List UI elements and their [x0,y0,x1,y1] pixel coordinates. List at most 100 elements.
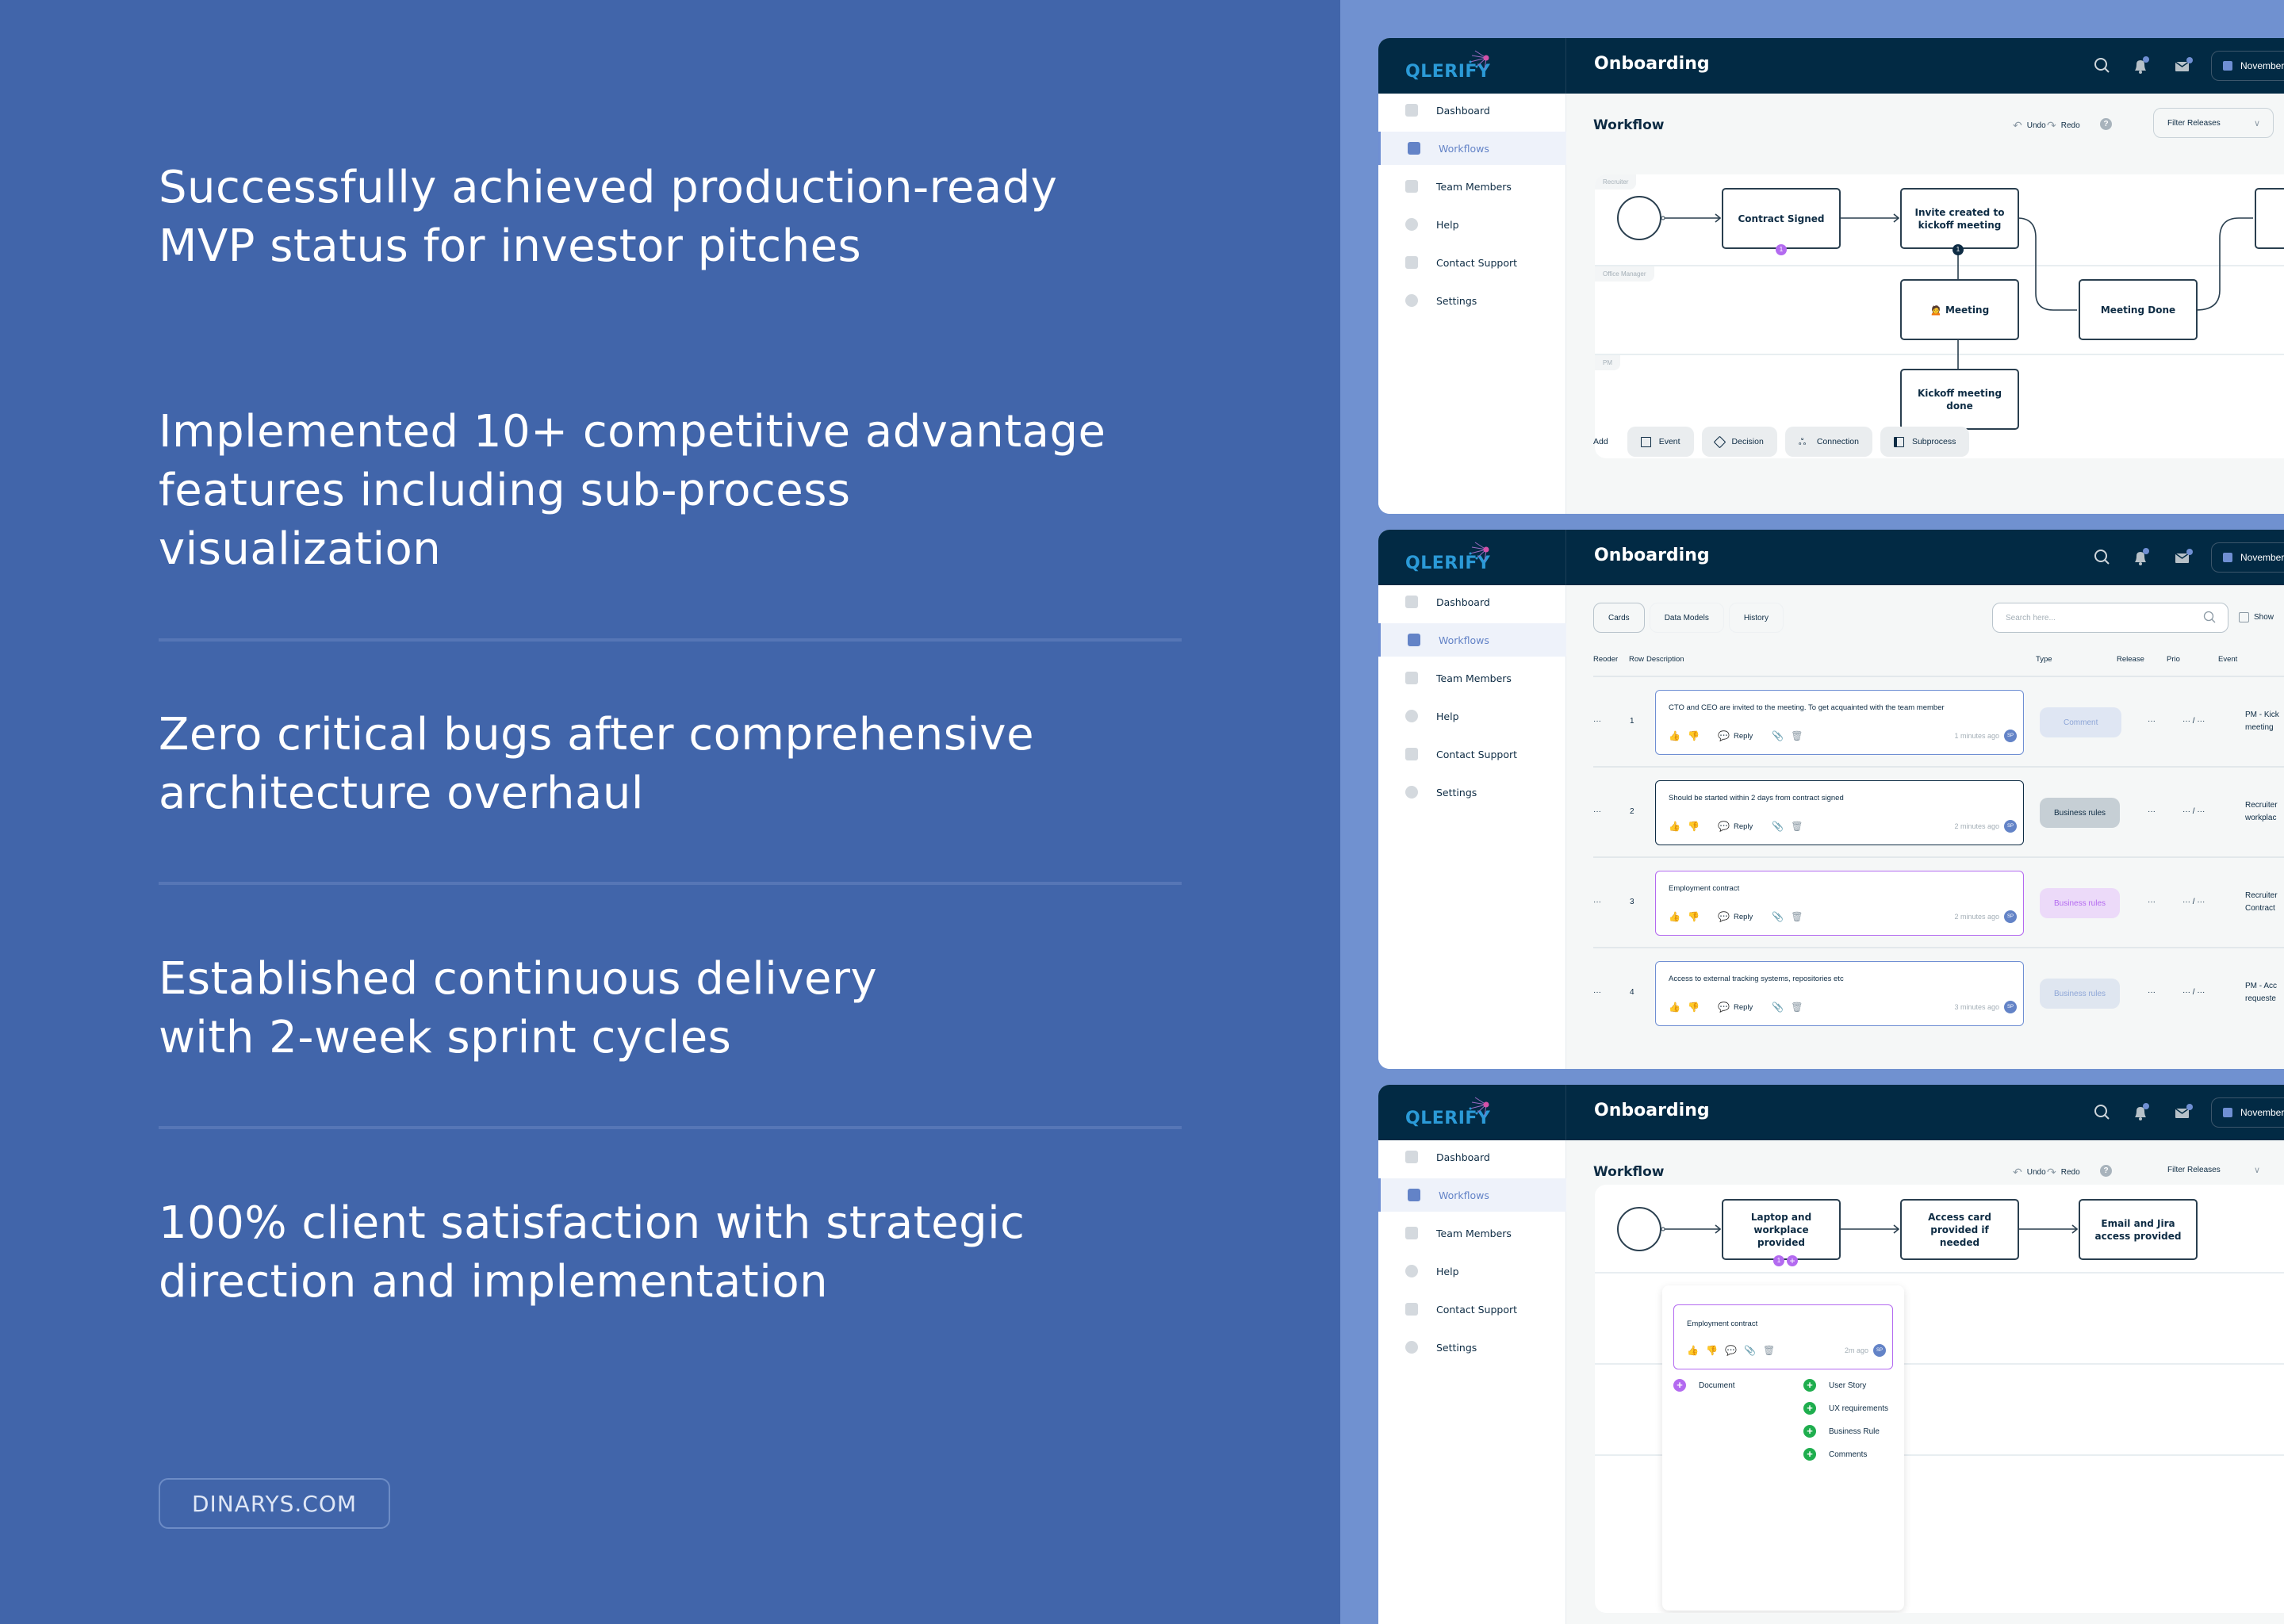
search-input[interactable]: Search here... [1992,603,2228,633]
sidebar-item-dashboard[interactable]: Dashboard [1378,94,1566,127]
prio-value[interactable]: ··· / ··· [2182,807,2205,816]
search-icon[interactable] [2092,547,2113,568]
tab-cards[interactable]: Cards [1593,603,1645,633]
node-laptop-workplace[interactable]: Laptop and workplace provided [1722,1199,1841,1260]
comment-icon[interactable]: 💬 [1725,1345,1737,1356]
mail-icon[interactable] [2173,547,2194,568]
thumbs-down-icon[interactable]: 👎 [1688,730,1700,741]
trash-icon[interactable]: 🗑 [1763,1345,1776,1356]
sidebar-item-help[interactable]: Help [1378,699,1566,733]
sidebar-item-contact-support[interactable]: Contact Support [1378,737,1566,771]
bell-icon[interactable] [2130,1102,2151,1123]
sidebar-item-team-members[interactable]: Team Members [1378,1216,1566,1250]
sidebar-item-help[interactable]: Help [1378,208,1566,241]
website-link-button[interactable]: DINARYS.COM [159,1478,390,1529]
comment-count-badge[interactable]: 1 [1953,244,1964,255]
thumbs-up-icon[interactable]: 👍 [1687,1345,1699,1356]
release-value[interactable]: ··· [2148,988,2156,997]
add-subprocess-plus-icon[interactable]: + [1787,1255,1798,1266]
paperclip-icon[interactable]: 📎 [1772,730,1784,741]
thumbs-down-icon[interactable]: 👎 [1688,1002,1700,1013]
thumbs-up-icon[interactable]: 👍 [1669,730,1680,741]
add-document-option[interactable]: +Document [1673,1379,1735,1392]
card[interactable]: Access to external tracking systems, rep… [1655,961,2024,1026]
prio-value[interactable]: ··· / ··· [2182,717,2205,726]
sidebar-item-dashboard[interactable]: Dashboard [1378,1140,1566,1174]
paperclip-icon[interactable]: 📎 [1744,1345,1756,1356]
reorder-handle[interactable]: ··· [1593,717,1601,726]
tab-data-models[interactable]: Data Models [1649,603,1724,633]
paperclip-icon[interactable]: 📎 [1772,821,1784,832]
prio-value[interactable]: ··· / ··· [2182,988,2205,997]
date-selector[interactable]: November [2211,542,2284,573]
sidebar-item-contact-support[interactable]: Contact Support [1378,1293,1566,1326]
node-contract-signed[interactable]: Contract Signed [1722,188,1841,249]
workflow-canvas[interactable]: Recruiter Office Manager PM Contract Sig… [1595,174,2284,458]
reorder-handle[interactable]: ··· [1593,898,1601,906]
node-access-card[interactable]: Access card provided if needed [1900,1199,2019,1260]
add-subprocess-button[interactable]: Subprocess [1880,427,1970,457]
trash-icon[interactable]: 🗑 [1791,730,1803,741]
sidebar-item-workflows[interactable]: Workflows [1378,623,1566,657]
prio-value[interactable]: ··· / ··· [2182,898,2205,906]
tab-history[interactable]: History [1728,603,1784,633]
sidebar-item-workflows[interactable]: Workflows [1378,1178,1566,1212]
card[interactable]: Employment contract 👍 👎 💬 📎 🗑 2m ago SP [1673,1304,1893,1369]
type-pill[interactable]: Business rules [2040,798,2121,828]
undo-button[interactable]: ↶Undo [2013,119,2046,132]
search-icon[interactable] [2092,56,2113,76]
bell-icon[interactable] [2130,547,2151,568]
mail-icon[interactable] [2173,56,2194,76]
sidebar-item-team-members[interactable]: Team Members [1378,170,1566,203]
add-business-rule-option[interactable]: +Business Rule [1803,1425,1880,1438]
card[interactable]: CTO and CEO are invited to the meeting. … [1655,690,2024,755]
filter-releases-dropdown[interactable]: Filter Releases∨ [2153,1155,2274,1185]
workflow-canvas[interactable]: Laptop and workplace provided 1 + Access… [1595,1185,2284,1613]
add-event-button[interactable]: Event [1627,427,1694,457]
node-invite-created[interactable]: Invite created to kickoff meeting [1900,188,2019,249]
paperclip-icon[interactable]: 📎 [1772,1002,1784,1013]
show-checkbox[interactable]: Show [2239,612,2274,622]
add-decision-button[interactable]: Decision [1701,427,1777,457]
reply-button[interactable]: 💬Reply [1718,1002,1753,1013]
type-pill[interactable]: Business rules [2040,888,2121,918]
start-event[interactable] [1617,196,1661,240]
sidebar-item-settings[interactable]: Settings [1378,284,1566,317]
redo-button[interactable]: ↷Redo [2047,1166,2080,1178]
help-icon[interactable]: ? [2100,1165,2112,1177]
node-meeting[interactable]: 🙍 Meeting [1900,279,2019,340]
release-value[interactable]: ··· [2148,717,2156,726]
card[interactable]: Employment contract 👍 👎 💬Reply 📎 🗑 2 min… [1655,871,2024,936]
bell-icon[interactable] [2130,56,2151,76]
trash-icon[interactable]: 🗑 [1791,1002,1803,1013]
help-icon[interactable]: ? [2100,118,2112,130]
reply-button[interactable]: 💬Reply [1718,821,1753,832]
reorder-handle[interactable]: ··· [1593,807,1601,816]
thumbs-up-icon[interactable]: 👍 [1669,821,1680,832]
sidebar-item-dashboard[interactable]: Dashboard [1378,585,1566,619]
add-comments-option[interactable]: +Comments [1803,1448,1867,1461]
thumbs-down-icon[interactable]: 👎 [1706,1345,1718,1356]
date-selector[interactable]: November [2211,51,2284,81]
mail-icon[interactable] [2173,1102,2194,1123]
sidebar-item-workflows[interactable]: Workflows [1378,132,1566,165]
add-ux-requirements-option[interactable]: +UX requirements [1803,1402,1888,1415]
trash-icon[interactable]: 🗑 [1791,911,1803,922]
paperclip-icon[interactable]: 📎 [1772,911,1784,922]
sidebar-item-team-members[interactable]: Team Members [1378,661,1566,695]
date-selector[interactable]: November [2211,1097,2284,1128]
filter-releases-dropdown[interactable]: Filter Releases∨ [2153,108,2274,138]
reorder-handle[interactable]: ··· [1593,988,1601,997]
thumbs-up-icon[interactable]: 👍 [1669,911,1680,922]
search-icon[interactable] [2092,1102,2113,1123]
thumbs-down-icon[interactable]: 👎 [1688,911,1700,922]
comment-count-badge[interactable]: 1 [1773,1255,1784,1266]
node-offscreen[interactable] [2255,188,2284,249]
node-kickoff-done[interactable]: Kickoff meeting done [1900,369,2019,430]
reply-button[interactable]: 💬Reply [1718,911,1753,922]
type-pill[interactable]: Business rules [2040,979,2121,1009]
trash-icon[interactable]: 🗑 [1791,821,1803,832]
reply-button[interactable]: 💬Reply [1718,730,1753,741]
node-meeting-done[interactable]: Meeting Done [2079,279,2198,340]
